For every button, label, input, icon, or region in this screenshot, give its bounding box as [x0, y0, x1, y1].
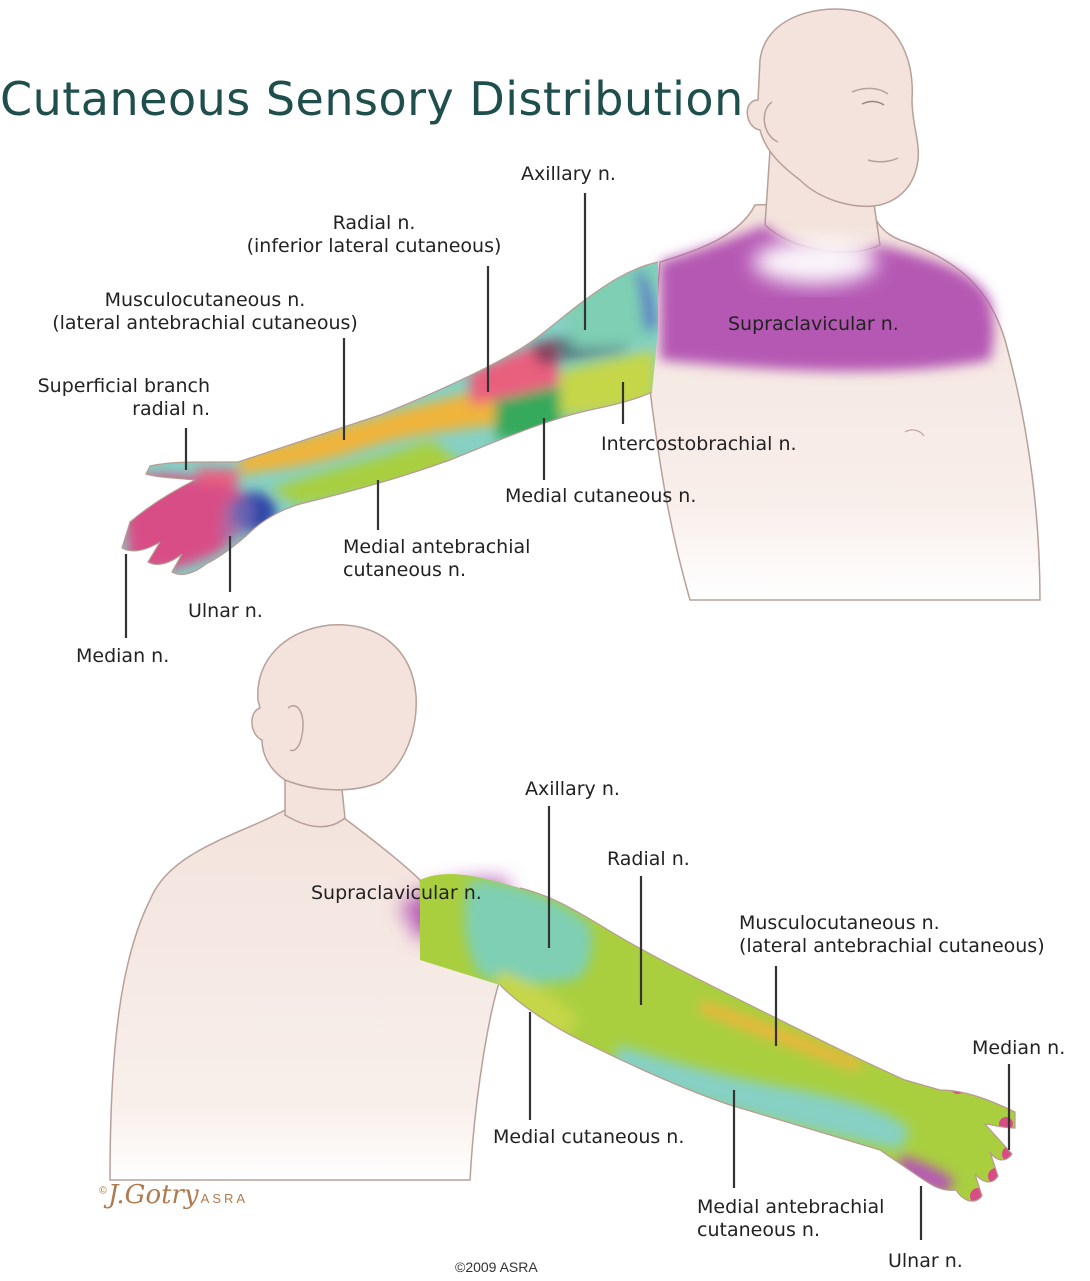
front-label-medial-antebrachial: Medial antebrachial cutaneous n.: [343, 536, 530, 582]
back-label-musculo-line1: Musculocutaneous n.: [739, 912, 1045, 935]
back-label-ulnar: Ulnar n.: [888, 1250, 963, 1273]
front-label-intercostobrachial: Intercostobrachial n.: [601, 433, 797, 456]
front-label-musculo-line2: (lateral antebrachial cutaneous): [30, 312, 380, 335]
back-label-musculocutaneous: Musculocutaneous n. (lateral antebrachia…: [739, 912, 1045, 958]
back-label-medial-cutaneous: Medial cutaneous n.: [493, 1126, 684, 1149]
back-label-supraclavicular: Supraclavicular n.: [311, 882, 482, 905]
front-label-superficial-line2: radial n.: [10, 398, 210, 421]
front-label-superficial-radial: Superficial branch radial n.: [10, 375, 210, 421]
front-label-superficial-line1: Superficial branch: [10, 375, 210, 398]
copyright-text: ©2009 ASRA: [455, 1259, 538, 1275]
signature-mark: ©: [98, 1185, 108, 1196]
back-head: [252, 625, 416, 790]
back-label-medial-ante-line1: Medial antebrachial: [697, 1196, 884, 1219]
front-label-radial-line2: (inferior lateral cutaneous): [229, 235, 519, 258]
front-label-ulnar: Ulnar n.: [188, 600, 263, 623]
back-label-radial: Radial n.: [607, 848, 690, 871]
back-label-medial-antebrachial: Medial antebrachial cutaneous n.: [697, 1196, 884, 1242]
front-label-musculocutaneous: Musculocutaneous n. (lateral antebrachia…: [30, 289, 380, 335]
front-label-medial-ante-line2: cutaneous n.: [343, 559, 530, 582]
signature-name: J.Gotry: [108, 1180, 199, 1210]
back-label-median: Median n.: [972, 1037, 1065, 1060]
back-label-medial-ante-line2: cutaneous n.: [697, 1219, 884, 1242]
front-label-medial-cutaneous: Medial cutaneous n.: [505, 485, 696, 508]
signature-org: ASRA: [201, 1191, 248, 1206]
front-label-radial-line1: Radial n.: [229, 212, 519, 235]
front-label-axillary: Axillary n.: [521, 163, 616, 186]
back-label-musculo-line2: (lateral antebrachial cutaneous): [739, 935, 1045, 958]
front-label-musculo-line1: Musculocutaneous n.: [30, 289, 380, 312]
front-label-supraclavicular: Supraclavicular n.: [728, 313, 899, 336]
back-label-axillary: Axillary n.: [525, 778, 620, 801]
front-label-median: Median n.: [76, 645, 169, 668]
front-label-medial-ante-line1: Medial antebrachial: [343, 536, 530, 559]
diagram-title: Cutaneous Sensory Distribution: [0, 72, 744, 126]
back-torso: [110, 810, 500, 1180]
front-label-radial: Radial n. (inferior lateral cutaneous): [229, 212, 519, 258]
